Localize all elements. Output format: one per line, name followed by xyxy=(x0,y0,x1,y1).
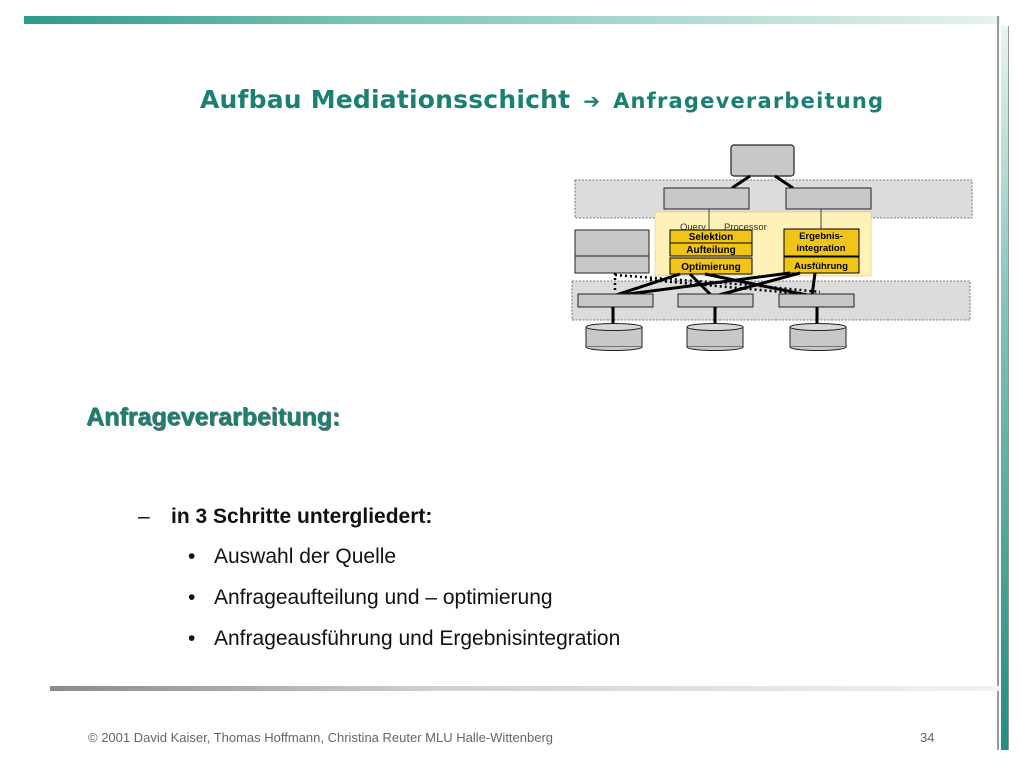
mediator-box-right xyxy=(785,187,872,210)
page-number: 34 xyxy=(920,730,935,745)
mediator-layer-band xyxy=(574,179,973,219)
box-ausfuehrung-label: Ausführung xyxy=(794,261,848,272)
right-decor-edge xyxy=(1008,26,1009,750)
slide-title-sub: Anfrageverarbeitung xyxy=(613,89,885,113)
bullet-marker: • xyxy=(188,586,196,609)
box-ergebnis-label-2: integration xyxy=(796,243,845,254)
bullet-list: • Auswahl der Quelle • Anfrageaufteilung u… xyxy=(188,545,620,668)
section-heading: Anfrageverarbeitung: xyxy=(86,403,341,431)
bullet-marker: • xyxy=(188,627,196,650)
list-item: • Auswahl der Quelle xyxy=(188,545,620,586)
qp-label-processor: Processor xyxy=(724,222,767,233)
database-icon xyxy=(789,323,847,351)
slide-title-main: Aufbau Mediationsschicht xyxy=(200,85,571,114)
step-text: in 3 Schritte untergliedert: xyxy=(171,505,433,528)
connector-line xyxy=(731,174,751,190)
database-icon xyxy=(585,323,643,351)
box-optimierung-label: Optimierung xyxy=(681,262,740,273)
wrapper-box-1 xyxy=(577,293,654,308)
list-item: • Anfrageaufteilung und – optimierung xyxy=(188,586,620,627)
list-item: • Anfrageausführung und Ergebnisintegrati… xyxy=(188,627,620,668)
right-decor-bar xyxy=(1001,26,1008,750)
box-ergebnisintegration xyxy=(783,228,860,257)
wrapper-box-2 xyxy=(677,293,754,308)
connector-line xyxy=(774,174,794,190)
box-ergebnis-label-1: Ergebnis- xyxy=(799,231,843,242)
box-aufteilung xyxy=(669,242,753,257)
top-decor-bar xyxy=(24,16,1000,24)
connector-line xyxy=(810,272,817,297)
bullet-text: Anfrageausführung und Ergebnisintegratio… xyxy=(214,627,621,650)
bullet-text: Auswahl der Quelle xyxy=(214,545,397,568)
wrapper-box-3 xyxy=(778,293,855,308)
mediation-diagram: Query Processor Selektion Aufteilung Opt… xyxy=(571,144,973,351)
box-ausfuehrung xyxy=(783,256,860,274)
arrow-right-icon: ➔ xyxy=(583,89,601,113)
connector-line xyxy=(612,271,791,298)
connector-line xyxy=(714,271,801,298)
bottom-decor-bar xyxy=(50,686,1000,691)
repository-box-bottom xyxy=(574,255,650,274)
right-frame-line xyxy=(997,16,999,750)
footer-copyright: © 2001 David Kaiser, Thomas Hoffmann, Ch… xyxy=(88,730,554,745)
bullet-marker: • xyxy=(188,545,196,568)
client-node xyxy=(730,144,795,177)
box-aufteilung-label: Aufteilung xyxy=(686,245,735,256)
repository-box-top xyxy=(574,229,650,257)
bullet-text: Anfrageaufteilung und – optimierung xyxy=(214,586,553,609)
qp-label-query: Query xyxy=(680,222,706,233)
database-icon xyxy=(686,323,744,351)
step-line: –in 3 Schritte untergliedert: xyxy=(138,505,432,529)
mediator-box-left xyxy=(663,187,750,210)
slide-title: Aufbau Mediationsschicht ➔ Anfrageverarb… xyxy=(200,85,884,114)
connector-line xyxy=(612,272,681,298)
dash-marker: – xyxy=(138,505,150,528)
box-selektion-label: Selektion xyxy=(689,232,733,243)
